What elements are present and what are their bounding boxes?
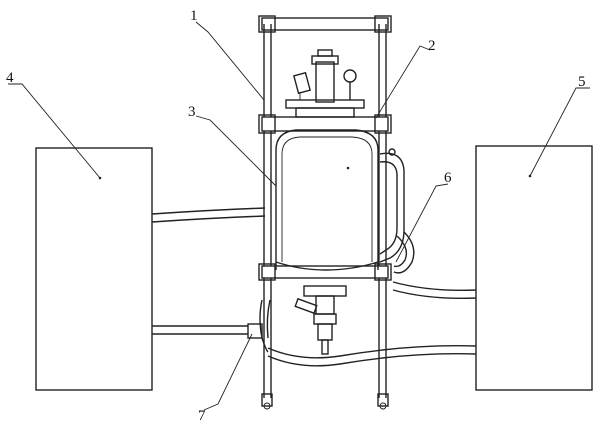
label-3: 3 — [188, 104, 196, 120]
side-fitting — [388, 148, 396, 156]
label-2: 2 — [428, 38, 436, 54]
component-4-box — [35, 147, 153, 391]
label-4: 4 — [6, 70, 14, 86]
bottom-valve — [294, 285, 347, 355]
right-upper-pipe — [392, 281, 477, 300]
reactor-lid — [285, 49, 365, 118]
connector-7 — [247, 299, 271, 353]
label-6: 6 — [444, 170, 452, 186]
left-lower-pipe — [152, 325, 248, 335]
component-5-box — [475, 145, 593, 391]
reactor-vessel-2 — [275, 129, 379, 271]
jacket-hose-6 — [379, 152, 415, 274]
right-lower-pipe — [267, 345, 477, 367]
support-frame — [258, 15, 392, 410]
label-1: 1 — [190, 8, 198, 24]
label-5: 5 — [578, 74, 586, 90]
label-7: 7 — [198, 408, 206, 424]
left-upper-pipe — [151, 207, 266, 223]
leader-lines — [8, 21, 590, 411]
